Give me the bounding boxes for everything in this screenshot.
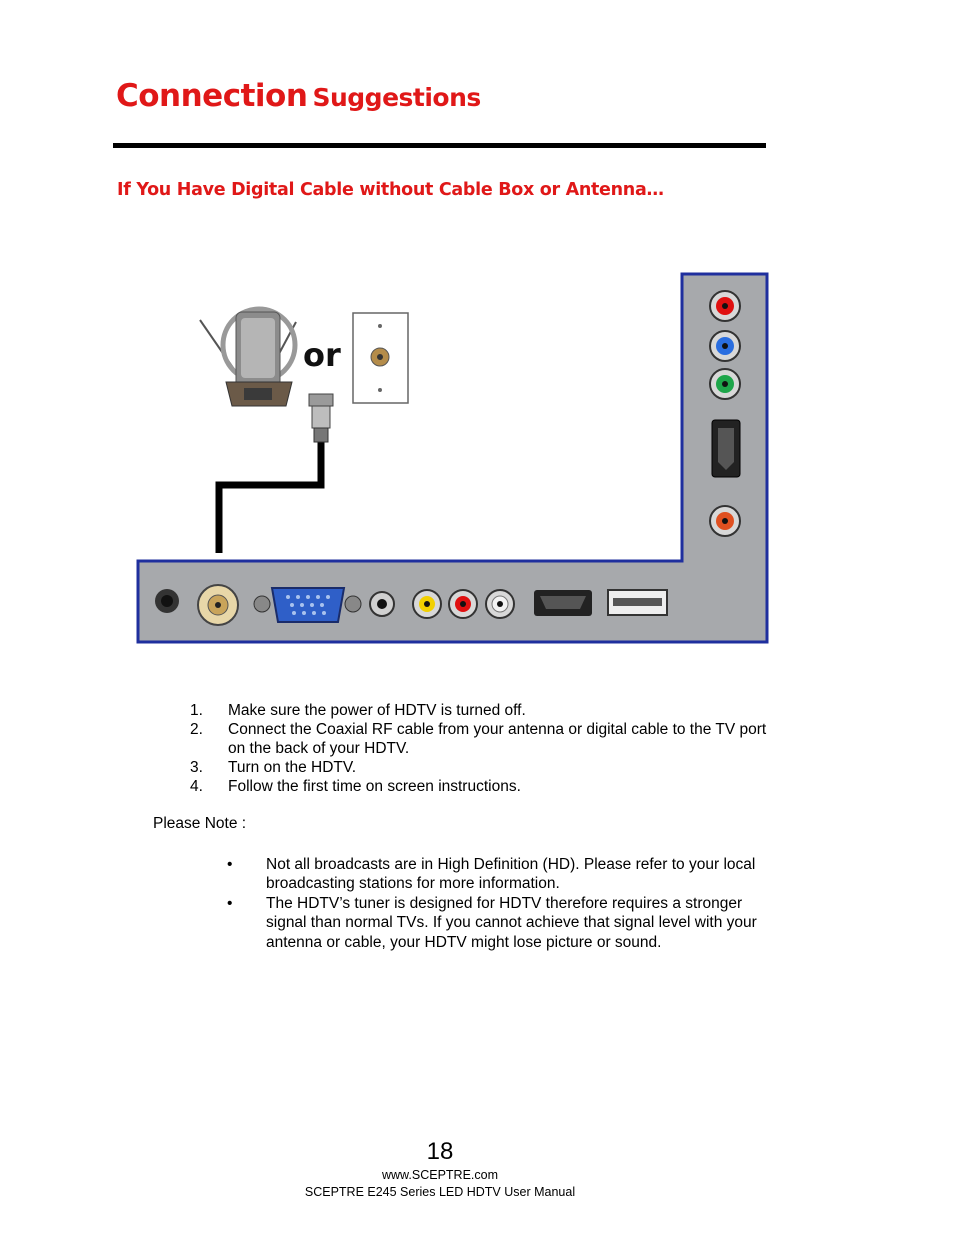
list-item: • Not all broadcasts are in High Definit… [226,855,766,894]
hdmi-side-port-icon [711,419,741,478]
list-item: • The HDTV’s tuner is designed for HDTV … [226,894,766,952]
step-number: 3. [190,759,203,776]
list-item: 1. Make sure the power of HDTV is turned… [190,701,770,720]
bullet-mark: • [227,894,233,912]
bullet-mark: • [227,856,233,873]
pc-audio-port-icon [369,591,395,617]
step-text: Turn on the HDTV. [228,759,357,776]
instruction-list: 1. Make sure the power of HDTV is turned… [190,701,770,796]
step-text: Follow the first time on screen instruct… [228,778,521,795]
footer-manual-title: SCEPTRE E245 Series LED HDTV User Manual [304,1185,576,1199]
audio-white-port-icon [485,589,515,619]
usb-port-icon [607,589,668,616]
step-number: 2. [190,721,203,738]
footer-website: www.SCEPTRE.com [382,1168,498,1182]
headphone-port-icon [155,589,179,613]
list-item: 2. Connect the Coaxial RF cable from you… [190,720,770,758]
component-green-port-icon [709,368,741,400]
step-number: 4. [190,778,203,795]
page-number: 18 [426,1138,454,1165]
antenna-icon [199,306,298,407]
note-list: • Not all broadcasts are in High Definit… [226,855,766,952]
title-rest: Suggestions [312,83,481,112]
title-divider [113,143,766,148]
coax-connector-icon [308,393,334,443]
connection-diagram: or [136,272,769,644]
list-item: 3. Turn on the HDTV. [190,758,770,777]
bullet-text: Not all broadcasts are in High Definitio… [266,856,756,893]
component-blue-port-icon [709,330,741,362]
audio-out-port-icon [709,505,741,537]
note-label: Please Note : [153,815,247,832]
page-title: Connection Suggestions [116,78,481,114]
component-red-port-icon [709,290,741,322]
title-main: Connection [116,78,308,114]
step-text: Connect the Coaxial RF cable from your a… [228,721,767,757]
section-heading: If You Have Digital Cable without Cable … [117,180,664,200]
coaxial-cable [215,440,325,553]
video-yellow-port-icon [412,589,442,619]
wall-plate-icon [352,312,409,404]
bullet-text: The HDTV’s tuner is designed for HDTV th… [266,894,757,951]
or-label: or [303,336,341,374]
step-text: Make sure the power of HDTV is turned of… [228,702,526,719]
rf-antenna-port-icon [197,584,239,626]
audio-red-port-icon [448,589,478,619]
hdmi-port-icon [534,590,592,616]
list-item: 4. Follow the first time on screen instr… [190,777,770,796]
tv-back-panel [136,272,769,644]
vga-port-icon [253,587,362,623]
step-number: 1. [190,702,203,719]
